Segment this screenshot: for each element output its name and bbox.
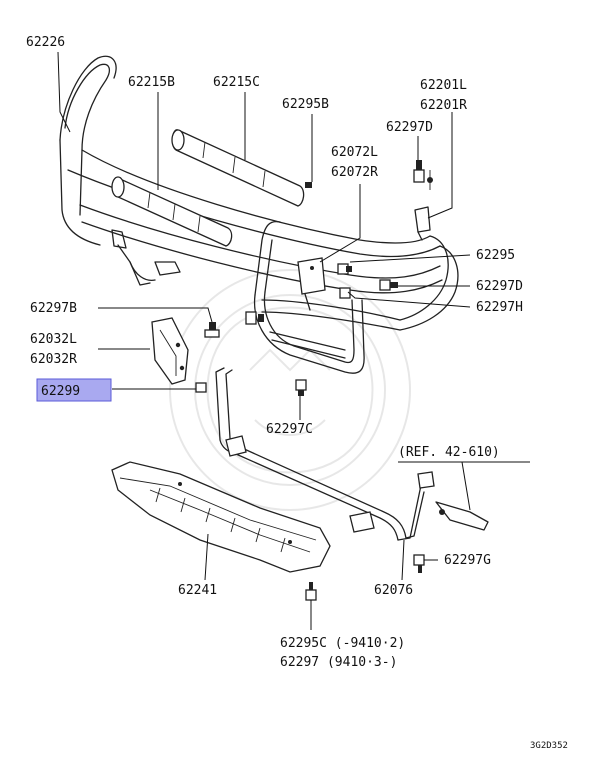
label-62076[interactable]: 62076 (374, 583, 413, 598)
fasteners (195, 160, 425, 601)
label-62297h[interactable]: 62297H (476, 300, 523, 315)
label-62215b[interactable]: 62215B (128, 75, 175, 90)
watermark-emblem (169, 269, 411, 511)
front-guard-bar (59, 55, 459, 374)
label-62297g[interactable]: 62297G (444, 553, 491, 568)
tube-pad-62215c (171, 129, 305, 207)
label-62297-bottom[interactable]: 62297 (9410·3-) (280, 655, 397, 670)
label-62032r[interactable]: 62032R (30, 352, 77, 367)
label-62297d-right[interactable]: 62297D (476, 279, 523, 294)
labels: 62226 62215B 62215C 62295B 62201L 62201R… (26, 35, 568, 751)
diagram-code: 3G2D352 (530, 741, 568, 751)
side-bracket-62032 (151, 317, 189, 385)
label-62299[interactable]: 62299 (41, 384, 80, 399)
label-62241[interactable]: 62241 (178, 583, 217, 598)
label-62215c[interactable]: 62215C (213, 75, 260, 90)
label-62226[interactable]: 62226 (26, 35, 65, 50)
label-ref-42-610[interactable]: (REF. 42-610) (398, 445, 500, 460)
skid-plate-62241 (111, 461, 331, 573)
label-62297d-top[interactable]: 62297D (386, 120, 433, 135)
label-62297c[interactable]: 62297C (266, 422, 313, 437)
leader-lines (57, 51, 530, 630)
highlight-62299[interactable] (36, 378, 112, 402)
support-stay-62076 (215, 367, 489, 541)
label-62295[interactable]: 62295 (476, 248, 515, 263)
label-62072l[interactable]: 62072L (331, 145, 378, 160)
label-62072r[interactable]: 62072R (331, 165, 378, 180)
label-62201l[interactable]: 62201L (420, 78, 467, 93)
label-62032l[interactable]: 62032L (30, 332, 77, 347)
label-62295b[interactable]: 62295B (282, 97, 329, 112)
label-62201r[interactable]: 62201R (420, 98, 467, 113)
tube-pad-62215b (111, 176, 233, 247)
label-62297b[interactable]: 62297B (30, 301, 77, 316)
label-62295c[interactable]: 62295C (-9410·2) (280, 636, 405, 651)
